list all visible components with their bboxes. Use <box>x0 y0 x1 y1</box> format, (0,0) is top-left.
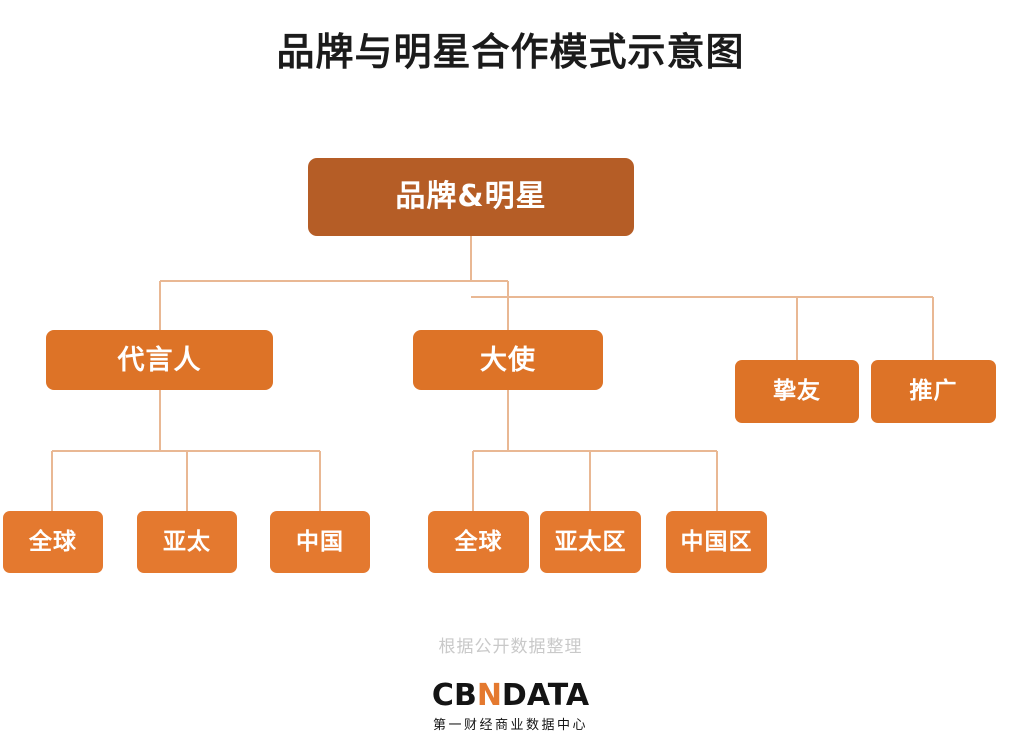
node-label: 大使 <box>480 344 536 376</box>
node-label: 亚太 <box>163 528 211 555</box>
node-label: 品牌&明星 <box>395 179 547 214</box>
node-ambassador-china[interactable]: 中国区 <box>666 511 767 573</box>
node-label: 挚友 <box>773 378 821 404</box>
node-label: 中国区 <box>680 528 753 555</box>
node-brand-and-celebrity[interactable]: 品牌&明星 <box>308 158 634 236</box>
node-label: 代言人 <box>117 344 202 376</box>
node-ambassador[interactable]: 大使 <box>413 330 603 390</box>
node-close-friend[interactable]: 挚友 <box>735 360 859 423</box>
node-promotion[interactable]: 推广 <box>871 360 996 423</box>
node-spokesperson-global[interactable]: 全球 <box>3 511 103 573</box>
node-spokesperson-apac[interactable]: 亚太 <box>137 511 237 573</box>
node-ambassador-global[interactable]: 全球 <box>428 511 529 573</box>
logo-wordmark: CBNDATA <box>0 680 1021 712</box>
logo-subtitle: 第一财经商业数据中心 <box>432 717 588 733</box>
node-label: 中国 <box>296 528 344 555</box>
node-label: 全球 <box>454 528 503 555</box>
logo-text-part1: CB <box>431 678 477 713</box>
page-title: 品牌与明星合作模式示意图 <box>276 30 745 74</box>
node-label: 全球 <box>29 528 77 555</box>
node-spokesperson[interactable]: 代言人 <box>46 330 273 390</box>
node-label: 亚太区 <box>554 528 627 555</box>
cbndata-logo: CBNDATA 第一财经商业数据中心 <box>0 680 1021 733</box>
node-label: 推广 <box>909 378 958 404</box>
source-note: 根据公开数据整理 <box>438 637 583 657</box>
node-ambassador-apac[interactable]: 亚太区 <box>540 511 641 573</box>
logo-text-part2: DATA <box>501 678 590 713</box>
node-spokesperson-china[interactable]: 中国 <box>270 511 370 573</box>
logo-text-accent: N <box>476 678 502 713</box>
